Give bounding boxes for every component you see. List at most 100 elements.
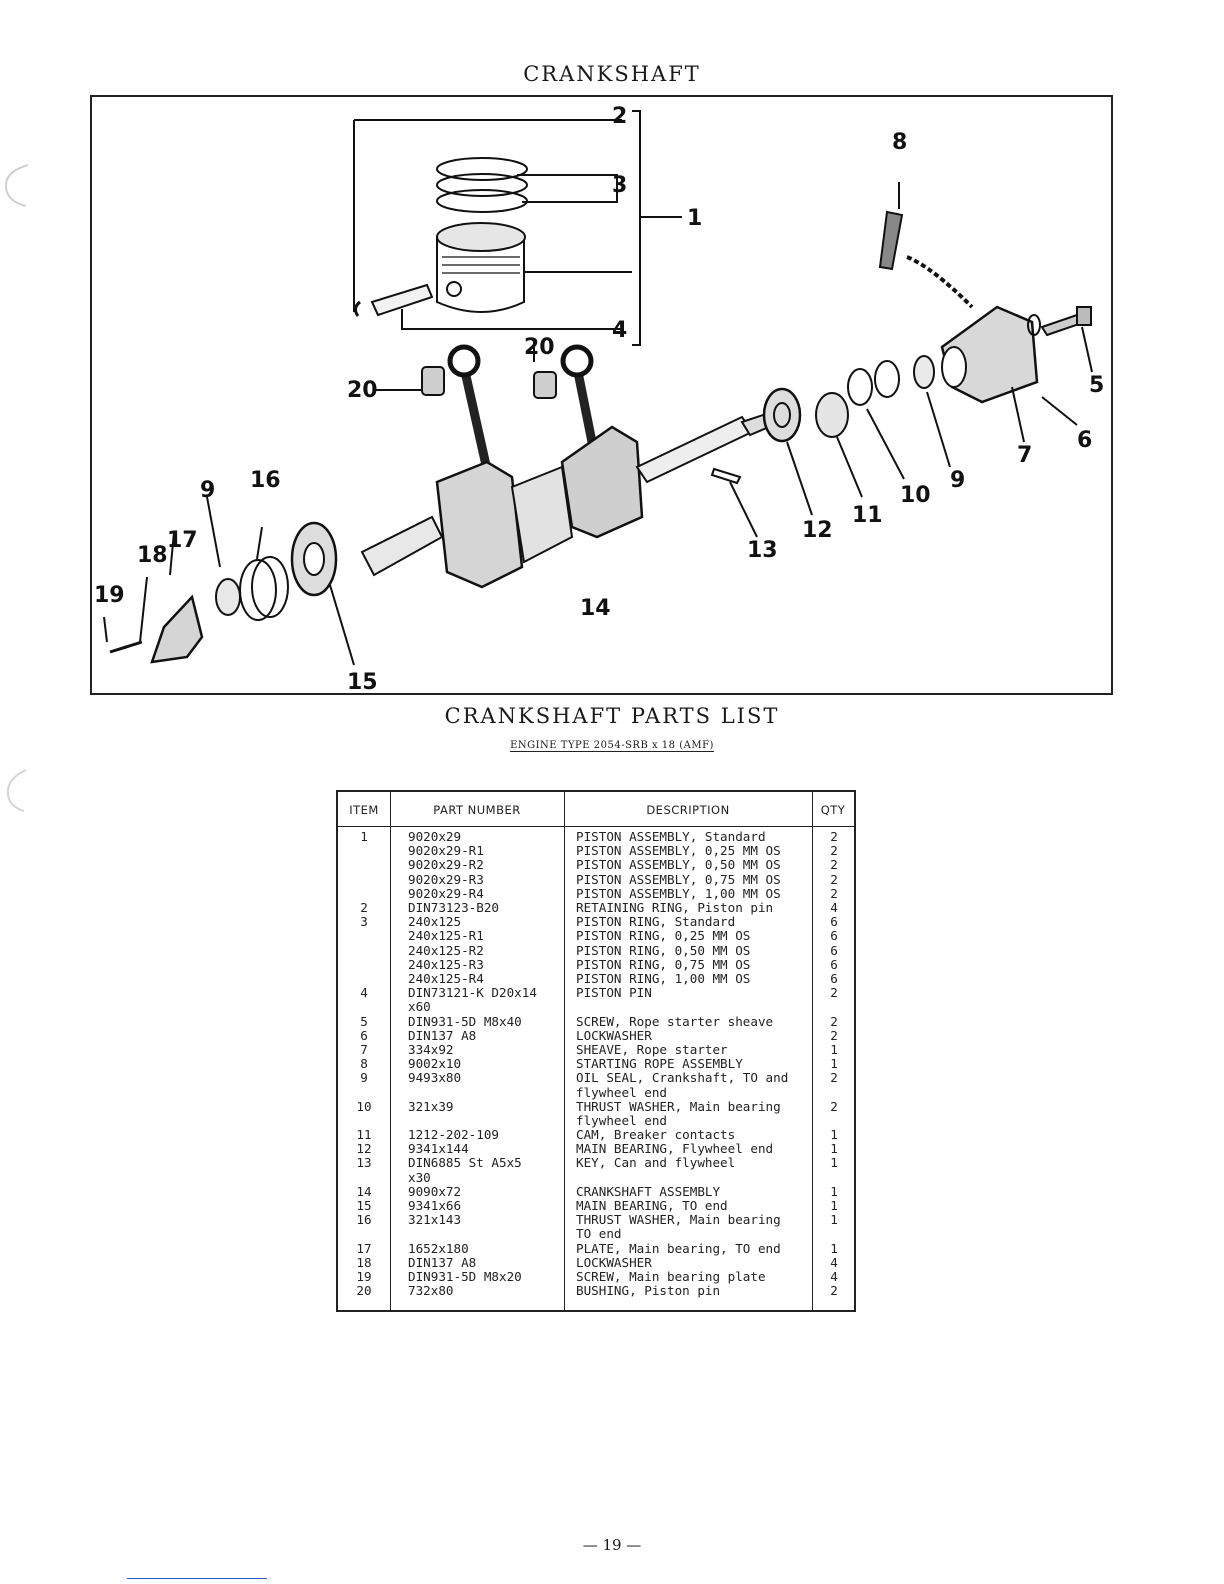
description-line: SHEAVE, Rope starter	[576, 1041, 728, 1057]
part-number-line: 9020x29-R4	[408, 885, 484, 901]
part-number-line: 9341x144	[408, 1141, 469, 1157]
quantity-line: 2	[830, 857, 838, 873]
description-line: PLATE, Main bearing, TO end	[576, 1240, 781, 1256]
exploded-diagram: 2 3 1 4 8 20 20 5 6 7 9 10 11 12 13 14 1…	[90, 95, 1113, 695]
part-number-cell: DIN137 A8	[408, 1028, 568, 1043]
part-number-cell: 321x39	[408, 1098, 568, 1128]
quantity-cell: 1	[814, 1184, 854, 1199]
part-number-cell: 9341x66	[408, 1198, 568, 1213]
quantity-line: 2	[830, 829, 838, 844]
description-line: THRUST WASHER, Main bearing	[576, 1098, 781, 1114]
quantity-cell: 1	[814, 1213, 854, 1241]
callout-3: 3	[612, 173, 627, 198]
description-line: BUSHING, Piston pin	[576, 1283, 721, 1299]
description-cell: BUSHING, Piston pin	[576, 1284, 814, 1298]
callout-18: 18	[137, 543, 168, 568]
quantity-line: 4	[830, 1254, 838, 1270]
part-number-line: DIN931-5D M8x40	[408, 1013, 522, 1029]
part-number-line: DIN73123-B20	[408, 900, 499, 915]
quantity-line: 6	[830, 942, 838, 958]
quantity-cell: 2	[814, 1071, 854, 1099]
item-number: 19	[356, 1269, 372, 1285]
description-line: LOCKWASHER	[576, 1254, 652, 1270]
description-line: LOCKWASHER	[576, 1027, 652, 1043]
part-number-line	[408, 1114, 568, 1128]
item-number: 4	[360, 985, 368, 1001]
part-number-line: 321x39	[408, 1098, 454, 1114]
quantity-cell: 4	[814, 900, 854, 915]
callout-16: 16	[250, 468, 281, 493]
quantity-line: 2	[830, 985, 838, 1001]
description-line	[576, 1171, 814, 1185]
page-title: CRANKSHAFT	[523, 62, 701, 86]
quantity-line: 4	[830, 1269, 838, 1285]
quantity-cell: 2	[814, 1284, 854, 1298]
quantity-line: 1	[830, 1127, 838, 1143]
callout-19: 19	[94, 583, 125, 608]
part-number-cell: 732x80	[408, 1284, 568, 1298]
description-line: SCREW, Rope starter sheave	[576, 1013, 774, 1029]
quantity-line: 1	[830, 1212, 838, 1228]
part-number-line: 9020x29-R3	[408, 871, 484, 887]
quantity-cell: 2	[814, 985, 854, 1014]
part-number-line: 240x125	[408, 914, 462, 930]
scan-mark	[6, 769, 27, 812]
quantity-line: 1	[830, 1041, 838, 1057]
callout-8: 8	[892, 130, 907, 155]
callout-1: 1	[687, 206, 702, 231]
description-line: flywheel end	[576, 1084, 667, 1100]
part-number-cell: 9493x80	[408, 1071, 568, 1099]
header-item: ITEM	[349, 803, 379, 817]
part-number-line: 334x92	[408, 1041, 454, 1057]
callout-6: 6	[1077, 428, 1092, 453]
part-number-cell: DIN931-5D M8x20	[408, 1269, 568, 1284]
callout-7: 7	[1017, 443, 1032, 468]
part-number-line: 732x80	[408, 1283, 454, 1299]
item-number: 9	[360, 1070, 368, 1086]
part-number-cell: DIN73123-B20	[408, 900, 568, 915]
part-number-cell: DIN73121-K D20x14 x60	[408, 985, 568, 1015]
quantity-line: 2	[830, 885, 838, 901]
description-cell: LOCKWASHER	[576, 1254, 814, 1270]
header-description: DESCRIPTION	[646, 803, 730, 817]
description-line: THRUST WASHER, Main bearing	[576, 1212, 781, 1228]
description-line: flywheel end	[576, 1112, 667, 1128]
part-number-line: DIN73121-K D20x14	[408, 985, 537, 1001]
callout-9-right: 9	[950, 468, 965, 493]
item-number: 12	[356, 1141, 372, 1157]
callout-2: 2	[612, 104, 627, 129]
description-line: PISTON ASSEMBLY, 1,00 MM OS	[576, 885, 781, 901]
quantity-line: 6	[830, 956, 838, 972]
description-line: CRANKSHAFT ASSEMBLY	[576, 1183, 721, 1199]
part-number-cell: DIN6885 St A5x5 x30	[408, 1156, 568, 1185]
callout-11: 11	[852, 503, 883, 528]
description-line: OIL SEAL, Crankshaft, TO and	[576, 1070, 789, 1086]
crankshaft-illustration: 2 3 1 4 8 20 20 5 6 7 9 10 11 12 13 14 1…	[94, 104, 1104, 695]
part-number-line: 240x125-R3	[408, 956, 484, 972]
description-cell: RETAINING RING, Piston pin	[576, 900, 814, 915]
part-number-cell: DIN137 A8	[408, 1255, 568, 1270]
quantity-line: 6	[830, 928, 838, 944]
quantity-line	[814, 1000, 854, 1014]
description-line: CAM, Breaker contacts	[576, 1127, 736, 1143]
quantity-line	[814, 1114, 854, 1128]
description-cell: LOCKWASHER	[576, 1027, 814, 1043]
part-number-cell: 1212-202-109	[408, 1127, 568, 1142]
part-number-line: 1652x180	[408, 1240, 469, 1256]
item-number: 2	[360, 900, 368, 915]
item-number: 13	[356, 1155, 372, 1171]
part-number-line: x60	[408, 999, 431, 1015]
